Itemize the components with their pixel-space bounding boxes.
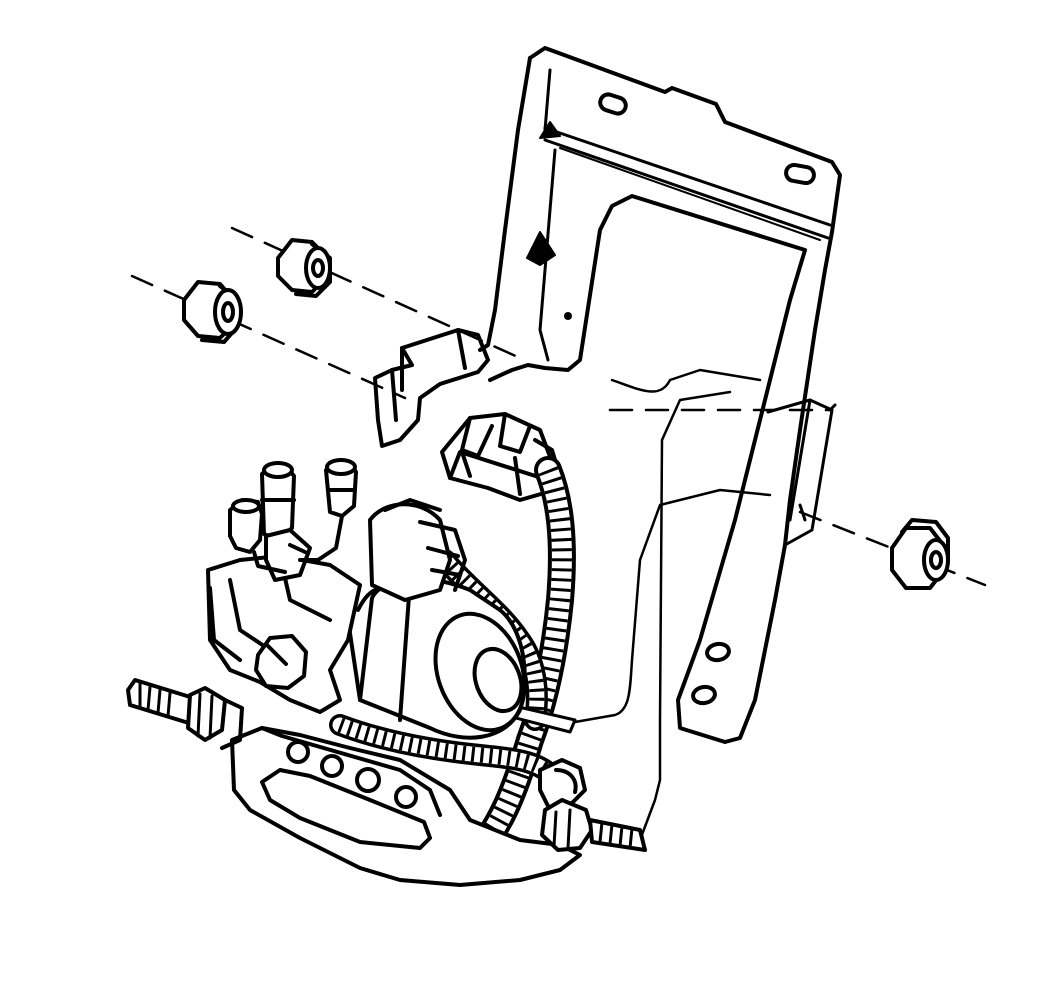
mounting-stud bbox=[126, 678, 244, 750]
harness-connector bbox=[440, 412, 560, 502]
nut bbox=[182, 280, 243, 344]
alignment-lines bbox=[130, 226, 987, 587]
mounting-stud bbox=[540, 798, 647, 852]
pump-motor bbox=[346, 498, 527, 740]
nut bbox=[276, 238, 332, 298]
valve-body bbox=[206, 554, 587, 887]
bracket-mounting-tab bbox=[373, 328, 490, 448]
mounting-bracket bbox=[478, 46, 842, 744]
hydraulic-fitting bbox=[252, 458, 358, 574]
hydraulic-fitting bbox=[228, 461, 312, 582]
nut bbox=[890, 518, 950, 590]
routing-lines bbox=[610, 368, 762, 393]
